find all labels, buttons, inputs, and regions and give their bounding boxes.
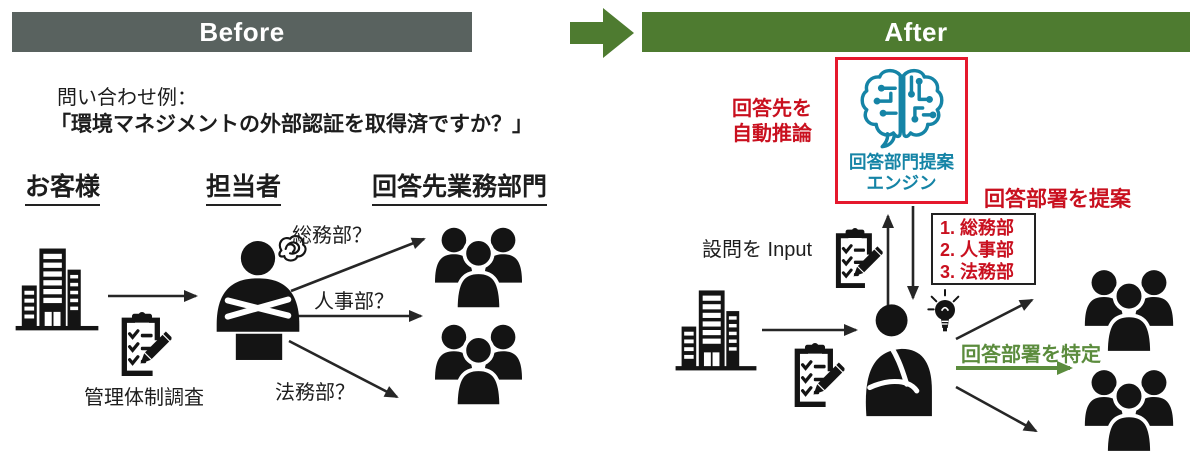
arrow-to-group-top-after [955,298,1034,341]
departments-column-label: 回答先業務部門 [372,167,548,206]
engine-label-line2: エンジン [866,172,937,193]
customer-building-icon [13,245,101,333]
question-houmu-label: 法務部？ [275,382,355,404]
suggested-departments-box: 1. 総務部 2. 人事部 3. 法務部 [931,213,1036,285]
input-question-label: 設問を Input [702,239,813,261]
customer-building-after-icon [673,287,759,373]
before-to-after-arrow-icon [570,8,634,58]
question-soumu-label: 総務部？ [292,225,372,247]
survey-clipboard-after-icon [785,343,845,409]
identify-department-label: 回答部署を特定 [961,344,1101,366]
input-clipboard-icon [827,228,883,290]
suggestion-item: 1. 総務部 [940,218,1015,238]
after-header-label: After [884,16,948,47]
suggestion-item: 2. 人事部 [940,240,1015,260]
question-jinji-label: 人事部？ [314,291,394,313]
inquiry-example-text: 「環境マネジメントの外部認証を取得済ですか？」 [50,113,533,136]
engine-label: 回答部門提案 エンジン [849,152,954,193]
engine-label-line1: 回答部門提案 [849,152,954,172]
department-group-bottom-after-icon [1081,366,1177,455]
after-header: After [642,12,1190,52]
suggestion-item: 3. 法務部 [940,262,1015,282]
ai-brain-circuit-icon [855,65,949,151]
arrow-to-group-bottom-after [955,385,1038,433]
suggestion-engine-box: 回答部門提案 エンジン [835,57,968,204]
before-header-label: Before [199,16,285,47]
auto-inference-line1: 回答先を [732,98,812,120]
before-header: Before [12,12,472,52]
inquiry-example-label: 問い合わせ例： [57,87,197,109]
department-group-top-after-icon [1081,266,1177,355]
survey-label: 管理体制調査 [84,387,204,409]
staff-column-label: 担当者 [206,167,282,206]
auto-inference-label: 回答先を 自動推論 [720,97,824,147]
customer-column-label: お客様 [25,167,101,206]
department-group-top-icon [431,224,526,311]
suggest-department-label: 回答部署を提案 [984,188,1131,211]
auto-inference-line2: 自動推論 [732,123,812,145]
department-group-bottom-icon [431,321,526,408]
idea-lightbulb-icon [925,288,965,336]
survey-clipboard-icon [112,312,172,378]
